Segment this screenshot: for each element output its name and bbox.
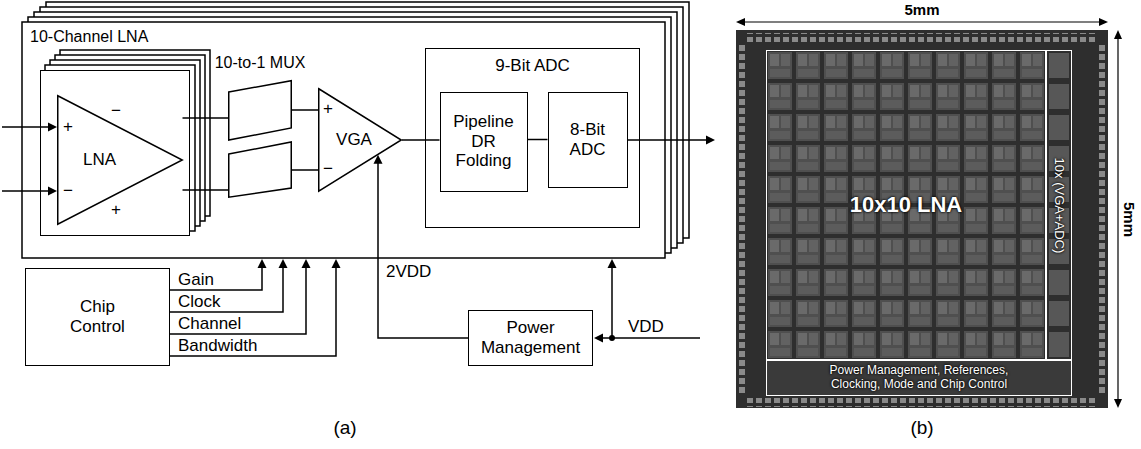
input-wire	[2, 190, 49, 192]
arrow-head	[332, 259, 341, 268]
control-area	[766, 360, 1072, 396]
arrow-head	[258, 259, 267, 268]
mux-symbol	[229, 81, 292, 140]
pin-sign: −	[323, 160, 333, 177]
node-title: 8-Bit ADC	[558, 120, 618, 159]
sub-adc-box: 8-Bit ADC	[548, 92, 628, 188]
control-wire	[170, 267, 336, 356]
arrow-head	[706, 136, 715, 145]
node-title: Power Management, References, Clocking, …	[812, 364, 1027, 392]
arrow-head	[1114, 30, 1122, 39]
signal-name: Channel	[178, 315, 241, 332]
node-title: VGA	[336, 130, 372, 150]
connector-line	[292, 109, 318, 111]
arrow-head	[302, 259, 311, 268]
pad-row	[746, 398, 1098, 407]
die-photo	[736, 30, 1108, 408]
connector-line	[402, 139, 440, 141]
lna-cell-grid	[766, 50, 1046, 360]
supply-label: 2VDD	[385, 263, 432, 280]
control-wire	[170, 267, 306, 334]
pad-row	[739, 44, 748, 394]
arrow-head	[736, 18, 745, 26]
slice-frame	[22, 22, 665, 258]
dimension-line	[1117, 38, 1118, 400]
arrow-head	[48, 123, 57, 132]
arrow-head	[608, 259, 617, 268]
node-title: 10-Channel LNA	[30, 28, 148, 46]
mux-pair: 10-to-1 MUX	[228, 80, 292, 198]
arrow-head	[1114, 399, 1122, 408]
node-title: 10-to-1 MUX	[215, 54, 306, 72]
dimension-line	[744, 21, 1100, 22]
mux-symbol	[229, 142, 292, 197]
control-region: Power Management, References, Clocking, …	[766, 360, 1072, 396]
connector	[374, 155, 469, 338]
shape-outline	[228, 80, 292, 198]
input-wire	[2, 126, 49, 128]
amplifier-triangle	[57, 95, 182, 224]
signal-name: Clock	[178, 293, 221, 310]
arrow-head	[279, 259, 288, 268]
connector-line	[292, 169, 318, 171]
node-title: 10x (VGA+ADC)	[1052, 157, 1067, 253]
pin-sign: −	[63, 182, 73, 199]
control-wire	[170, 267, 283, 312]
connector-line	[528, 139, 548, 141]
node-title: 9-Bit ADC	[495, 56, 570, 76]
control-box: Chip Control	[25, 268, 170, 366]
dimension-label: 5mm	[1123, 201, 1138, 236]
power-box: Power Management	[468, 310, 593, 366]
signal-name: Bandwidth	[178, 337, 257, 354]
folding-box: Pipeline DR Folding	[440, 92, 528, 192]
signal-name: Gain	[178, 271, 214, 288]
vga-adc-region: 10x (VGA+ADC)	[1046, 50, 1072, 360]
signal-name: VDD	[628, 318, 664, 335]
connector	[402, 140, 440, 141]
connector	[528, 139, 548, 140]
node-title: Pipeline DR Folding	[450, 112, 518, 171]
arrow-head	[1099, 18, 1108, 26]
pad-row	[746, 33, 1098, 42]
pin-sign: +	[111, 201, 121, 218]
pin-sign: −	[111, 102, 121, 119]
amplifier-triangle	[319, 89, 402, 192]
lna-stack-fill	[40, 70, 190, 236]
pin-sign: +	[323, 100, 333, 117]
arrow-head	[48, 187, 57, 196]
panel-label: (b)	[910, 418, 933, 437]
connector	[292, 110, 318, 111]
control-wire	[170, 267, 262, 290]
arrow-head	[594, 334, 603, 343]
connector	[292, 170, 318, 171]
vga-adc-column	[1046, 50, 1072, 360]
pin-sign: +	[63, 118, 73, 135]
panel-label: (a)	[333, 418, 356, 437]
pad-row	[1097, 44, 1106, 394]
lna-array-region: 10x10 LNA	[766, 50, 1046, 360]
adc-box: 9-Bit ADC Pipeline DR Folding 8-Bit ADC	[425, 48, 640, 228]
node-title: Chip Control	[58, 297, 138, 336]
supply-wire	[611, 267, 613, 338]
connector-line	[378, 163, 468, 338]
supply-wire	[602, 337, 700, 339]
node-title: Power Management	[475, 318, 587, 357]
node-title: LNA	[83, 150, 116, 170]
node-title: 10x10 LNA	[850, 192, 963, 217]
dimension-label: 5mm	[904, 2, 939, 17]
